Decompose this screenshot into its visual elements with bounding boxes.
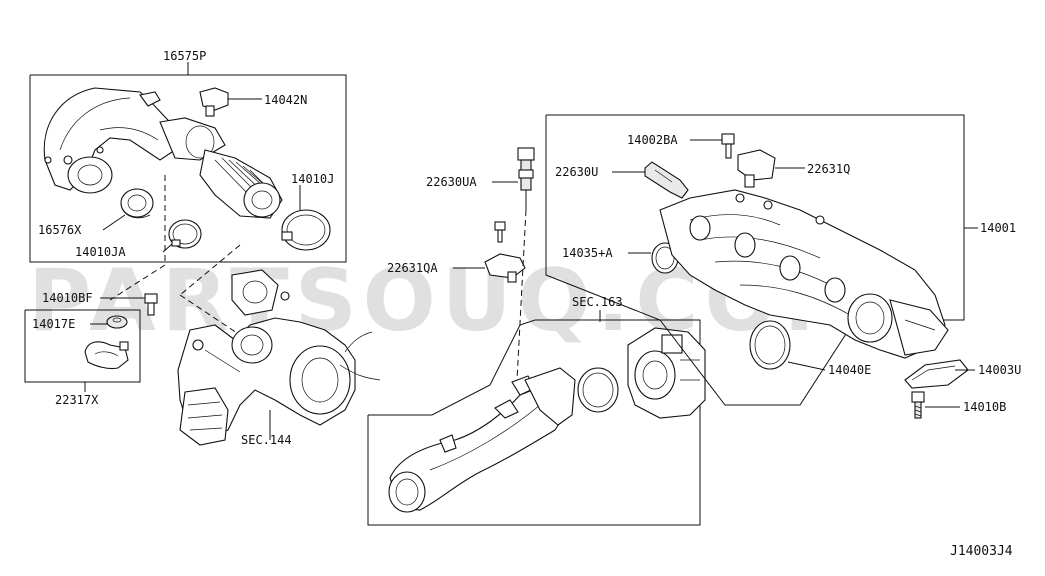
air-duct-part[interactable] [43, 87, 226, 194]
washer-14017e-part[interactable] [106, 315, 128, 329]
sensor-22631q-part[interactable] [737, 149, 776, 188]
seal-16576x-part[interactable] [120, 188, 154, 219]
gasket-14003u-part[interactable] [904, 359, 969, 389]
label-14035a[interactable]: 14035+A [562, 246, 613, 260]
bolt-22631qa-part[interactable] [494, 221, 506, 243]
bracket-22317x-part[interactable] [84, 341, 129, 370]
bolt-14002ba-part[interactable] [721, 133, 735, 159]
sensor-22630u-part[interactable] [644, 161, 689, 199]
label-16576x[interactable]: 16576X [38, 223, 82, 237]
label-14010bf[interactable]: 14010BF [42, 291, 93, 305]
clamp-14010j-part[interactable] [281, 209, 331, 251]
label-14010b[interactable]: 14010B [963, 400, 1006, 414]
label-14040e[interactable]: 14040E [828, 363, 871, 377]
label-22631qa[interactable]: 22631QA [387, 261, 438, 275]
label-22631q[interactable]: 22631Q [807, 162, 850, 176]
gasket-sec163-part[interactable] [577, 367, 619, 413]
label-16575p[interactable]: 16575P [163, 49, 206, 63]
label-22317x[interactable]: 22317X [55, 393, 99, 407]
label-14003u[interactable]: 14003U [978, 363, 1021, 377]
gasket-14040e-part[interactable] [749, 320, 791, 370]
sensor-22630ua-part[interactable] [517, 147, 535, 210]
sensor-22631qa-part[interactable] [484, 253, 526, 283]
label-14002ba[interactable]: 14002BA [627, 133, 678, 147]
group-box-16575p [29, 62, 347, 263]
label-sec144[interactable]: SEC.144 [241, 433, 292, 447]
group-box-14001 [545, 114, 978, 406]
label-22630u[interactable]: 22630U [555, 165, 598, 179]
bolt-14010bf-part[interactable] [144, 293, 158, 316]
diagram-ref-code: J14003J4 [950, 544, 1013, 559]
label-sec163[interactable]: SEC.163 [572, 295, 623, 309]
intake-manifold-part[interactable] [659, 189, 949, 359]
label-14042n[interactable]: 14042N [264, 93, 307, 107]
clamp-14010ja-part[interactable] [168, 219, 202, 249]
sensor-14042n-part[interactable] [199, 87, 229, 117]
flex-hose-part[interactable] [199, 149, 283, 219]
intake-pipe-part[interactable] [388, 367, 576, 513]
label-22630ua[interactable]: 22630UA [426, 175, 477, 189]
label-14010j[interactable]: 14010J [291, 172, 334, 186]
group-box-22317x [24, 309, 141, 392]
label-14010ja[interactable]: 14010JA [75, 245, 126, 259]
turbocharger-part[interactable] [177, 269, 381, 446]
label-14001[interactable]: 14001 [980, 221, 1016, 235]
throttle-body-part[interactable] [627, 327, 706, 419]
group-box-sec163 [367, 319, 701, 526]
label-14017e[interactable]: 14017E [32, 317, 75, 331]
bolt-14010b-part[interactable] [911, 391, 925, 419]
